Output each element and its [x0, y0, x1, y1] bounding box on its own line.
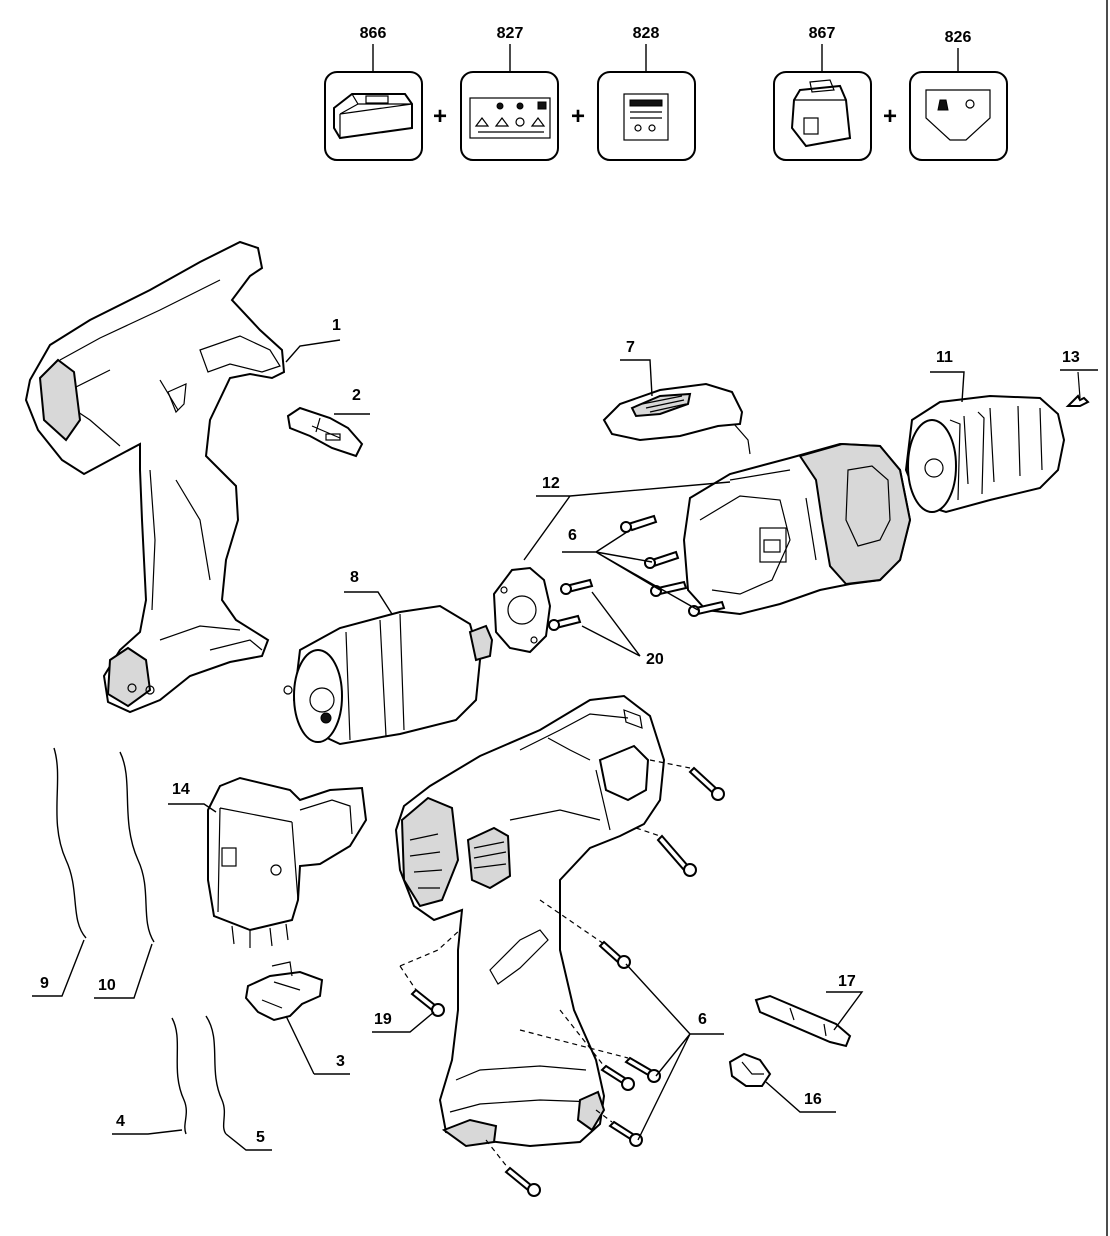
- callout-8: 8: [350, 569, 359, 586]
- callout-10: 10: [98, 977, 116, 994]
- callout-5: 5: [256, 1129, 265, 1146]
- part-17-bit[interactable]: [754, 994, 852, 1048]
- part-13-screw[interactable]: [1065, 371, 1090, 407]
- callout-7: 7: [626, 339, 635, 356]
- callout-20: 20: [646, 651, 664, 668]
- part-11-chuck[interactable]: [904, 394, 1066, 514]
- gearbox-assembly[interactable]: [682, 442, 912, 616]
- part-16-clip[interactable]: [728, 1052, 772, 1087]
- part-20-screws[interactable]: [548, 578, 594, 631]
- callout-17: 17: [838, 973, 856, 990]
- part-12-mounting-plate[interactable]: [492, 566, 552, 654]
- callout-19: 19: [374, 1011, 392, 1028]
- part-19-screw[interactable]: [399, 929, 461, 1017]
- part-8-motor[interactable]: [283, 604, 494, 746]
- part-14-switch[interactable]: [207, 776, 368, 948]
- part-2-clip[interactable]: [286, 406, 364, 458]
- nameplate-icon: [623, 93, 669, 141]
- callout-2: 2: [352, 387, 361, 404]
- part-number-826: 826: [945, 29, 972, 46]
- callout-3: 3: [336, 1053, 345, 1070]
- accessory-828-nameplate[interactable]: 828: [597, 25, 696, 161]
- plus-sign-2: +: [571, 103, 585, 130]
- callout-14: 14: [172, 781, 190, 798]
- battery-label-icon: [925, 89, 991, 141]
- housing-other-half[interactable]: [394, 694, 666, 1148]
- callout-9: 9: [40, 975, 49, 992]
- part-4-wire[interactable]: [171, 1017, 187, 1135]
- warning-label-icon: [469, 97, 551, 139]
- part-5-wire[interactable]: [205, 1015, 227, 1135]
- accessory-867-battery[interactable]: 867: [773, 25, 872, 161]
- callout-6-lower: 6: [698, 1011, 707, 1028]
- battery-pack-icon: [790, 84, 852, 148]
- part-number-866: 866: [360, 25, 387, 42]
- plus-sign-1: +: [433, 103, 447, 130]
- accessory-827-label[interactable]: 827: [460, 25, 559, 161]
- part-1-housing-half[interactable]: [24, 240, 286, 714]
- accessory-826-battery-label[interactable]: 826: [909, 29, 1008, 161]
- callout-12: 12: [542, 475, 560, 492]
- part-10-wire[interactable]: [119, 751, 155, 943]
- part-3-bracket[interactable]: [244, 961, 324, 1022]
- callout-16: 16: [804, 1091, 822, 1108]
- part-9-wire[interactable]: [53, 747, 87, 939]
- callout-6-upper: 6: [568, 527, 577, 544]
- part-number-827: 827: [497, 25, 524, 42]
- part-number-867: 867: [809, 25, 836, 42]
- callout-4: 4: [116, 1113, 125, 1130]
- part-7-cover[interactable]: [602, 382, 751, 455]
- callout-13: 13: [1062, 349, 1080, 366]
- callout-11: 11: [936, 349, 953, 366]
- housing-screw-bottom[interactable]: [485, 1139, 541, 1197]
- part-number-828: 828: [633, 25, 660, 42]
- callout-1: 1: [332, 317, 341, 334]
- housing-screws-right[interactable]: [635, 759, 725, 877]
- plus-sign-3: +: [883, 103, 897, 130]
- charger-icon: [333, 93, 413, 140]
- accessory-866-charger[interactable]: 866: [324, 25, 423, 161]
